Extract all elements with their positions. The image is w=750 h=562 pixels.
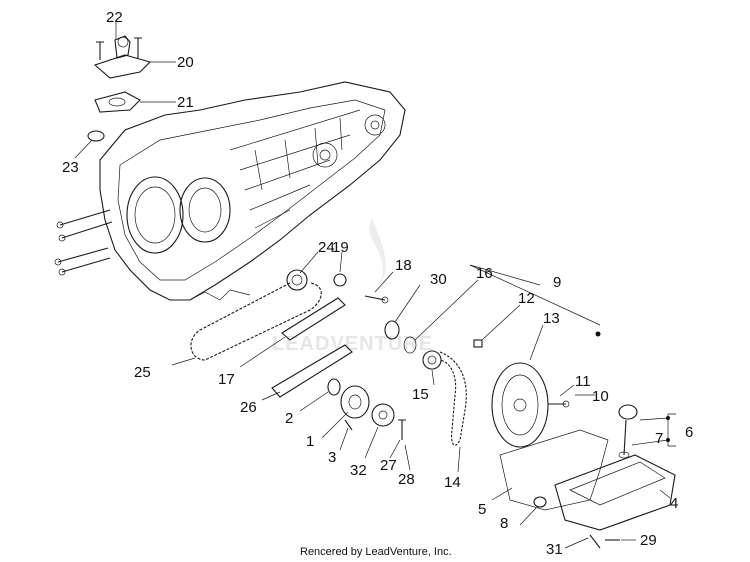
gasket-5 xyxy=(499,429,609,511)
label-11: 11 xyxy=(575,373,591,390)
label-31: 31 xyxy=(546,541,563,558)
label-2: 2 xyxy=(285,410,293,427)
bolt-22a xyxy=(96,41,104,60)
label-9: 9 xyxy=(553,274,561,291)
label-30: 30 xyxy=(430,271,447,288)
label-13: 13 xyxy=(543,310,560,327)
label-5: 5 xyxy=(478,501,486,518)
label-24: 24 xyxy=(318,239,335,256)
group-bracket-9 xyxy=(469,264,601,337)
label-4: 4 xyxy=(670,495,678,512)
dipstick-6 xyxy=(618,404,638,459)
label-21: 21 xyxy=(177,94,194,111)
label-20: 20 xyxy=(177,54,194,71)
crankcase xyxy=(54,81,406,301)
cam-sprocket xyxy=(286,269,308,291)
screw-18 xyxy=(364,295,389,304)
label-32: 32 xyxy=(350,462,367,479)
oil-sump-4 xyxy=(554,454,676,531)
label-6: 6 xyxy=(685,424,693,441)
label-29: 29 xyxy=(640,532,657,549)
label-12: 12 xyxy=(518,290,535,307)
label-27: 27 xyxy=(380,457,397,474)
label-14: 14 xyxy=(444,474,461,491)
label-17: 17 xyxy=(218,371,235,388)
washer-30 xyxy=(384,320,400,340)
label-15: 15 xyxy=(412,386,429,403)
chain-shoe-26 xyxy=(271,344,353,398)
label-10: 10 xyxy=(592,388,609,405)
label-1: 1 xyxy=(306,433,314,450)
oil-pump-body xyxy=(327,378,370,431)
oil-pump-cover-13 xyxy=(491,362,549,448)
pivot-bolt-19 xyxy=(333,273,347,287)
timing-chain xyxy=(190,282,322,361)
label-25: 25 xyxy=(134,364,151,381)
label-19: 19 xyxy=(332,239,349,256)
oil-pump-sprocket-15 xyxy=(422,350,442,370)
screw-10 xyxy=(548,400,570,408)
tensioner-cover xyxy=(87,35,152,142)
chain-guide-17 xyxy=(281,297,346,341)
callout-labels: 22 20 21 23 24 19 18 30 16 9 12 13 25 17… xyxy=(62,9,693,558)
oil-pump-chain-14 xyxy=(439,351,467,446)
drain-plug-8 xyxy=(533,496,547,508)
leader-lines xyxy=(74,22,676,549)
washer-31 xyxy=(589,534,601,549)
bolt-22b xyxy=(134,37,142,58)
pin-12 xyxy=(473,339,483,348)
oil-pump-gear-32 xyxy=(371,403,395,427)
label-7: 7 xyxy=(655,430,663,447)
label-16: 16 xyxy=(476,265,493,282)
label-22: 22 xyxy=(106,9,123,26)
o-ring-16 xyxy=(403,336,417,354)
label-8: 8 xyxy=(500,515,508,532)
label-18: 18 xyxy=(395,257,412,274)
watermark-logo: LEADVENTURE xyxy=(272,218,432,355)
label-26: 26 xyxy=(240,399,257,416)
bolt-27-28 xyxy=(398,419,406,440)
label-28: 28 xyxy=(398,471,415,488)
render-credit: Rencered by LeadVenture, Inc. xyxy=(300,546,452,558)
label-23: 23 xyxy=(62,159,79,176)
label-3: 3 xyxy=(328,449,336,466)
